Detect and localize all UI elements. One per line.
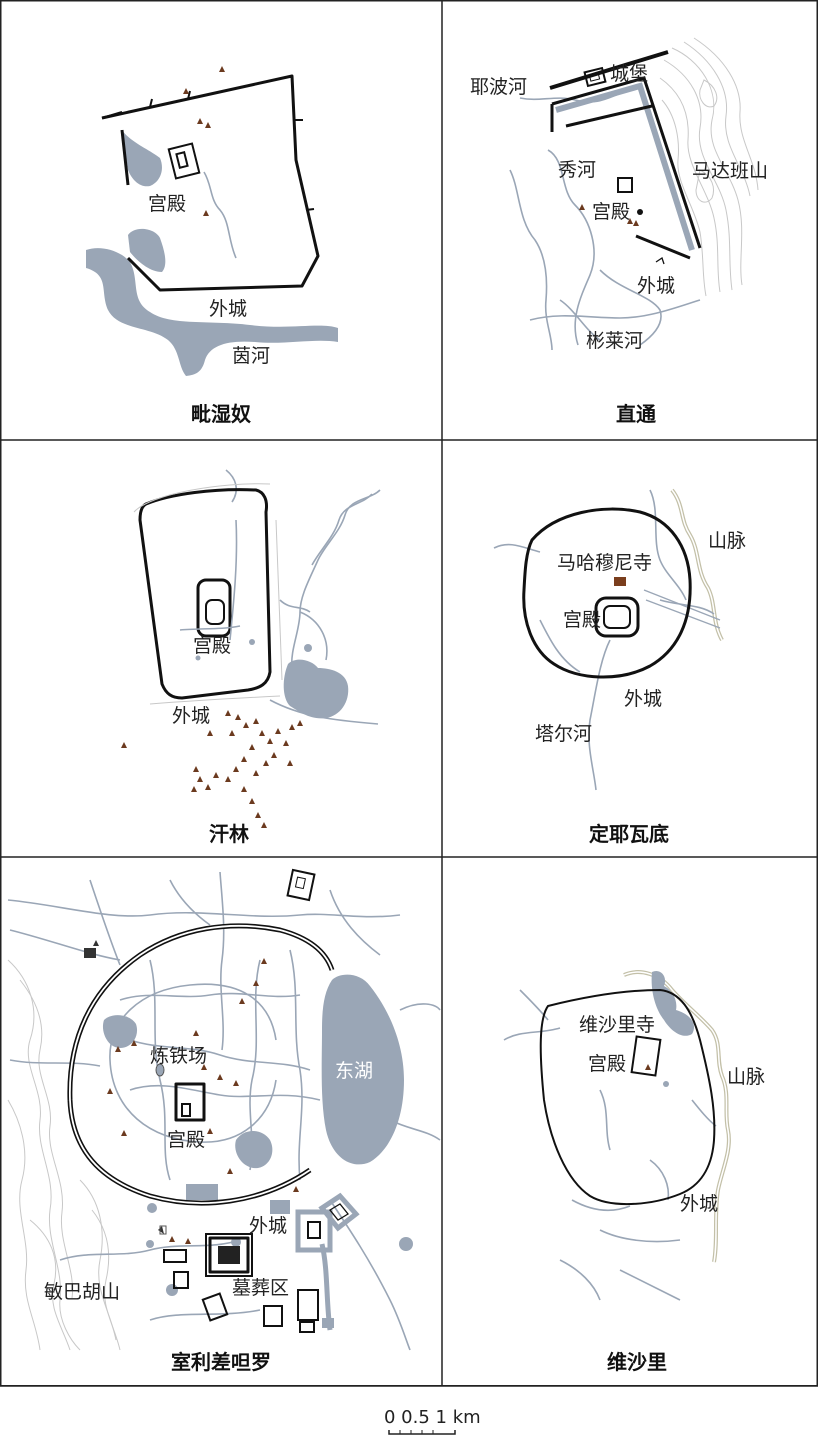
map-srikshetra [7, 868, 441, 1351]
label-outer-city: 外城 [637, 275, 675, 297]
label-castle: 城堡 [610, 63, 648, 85]
label-river: 耶波河 [470, 76, 527, 98]
site-cluster [121, 710, 303, 828]
panel-title: 直通 [616, 402, 656, 426]
label-cemetery: 墓葬区 [232, 1277, 289, 1299]
label-river: 茵河 [232, 345, 270, 367]
scale-bar-text: 0 0.5 1 km [384, 1407, 481, 1428]
panel-thaton: 耶波河 城堡 秀河 马达班山 宫殿 外城 彬莱河 直通 [470, 37, 768, 426]
label-river: 秀河 [558, 159, 596, 181]
map-halin [121, 469, 381, 828]
label-outer-city: 外城 [624, 688, 662, 710]
map-bishnu [86, 66, 338, 376]
label-mountain: 山脉 [708, 530, 746, 552]
map-dinyawadi [493, 488, 724, 791]
label-temple: 维沙里寺 [579, 1014, 655, 1036]
label-outer-city: 外城 [209, 298, 247, 320]
label-palace: 宫殿 [563, 609, 601, 631]
panel-halin: 宫殿 外城 汗林 [121, 469, 381, 846]
panel-title: 定耶瓦底 [589, 822, 669, 846]
label-river: 塔尔河 [535, 723, 592, 745]
label-furnace: 炼铁场 [150, 1045, 207, 1067]
label-palace: 宫殿 [588, 1053, 626, 1075]
label-outer-city: 外城 [172, 705, 210, 727]
label-mountain: 敏巴胡山 [44, 1281, 120, 1303]
label-palace: 宫殿 [193, 635, 231, 657]
panel-title: 毗湿奴 [191, 402, 251, 426]
panel-title: 汗林 [209, 822, 249, 846]
panel-title: 维沙里 [607, 1350, 667, 1374]
label-palace: 宫殿 [148, 193, 186, 215]
panel-vesali: 维沙里寺 宫殿 山脉 外城 维沙里 [503, 970, 765, 1374]
panel-dinyawadi: 山脉 马哈穆尼寺 宫殿 外城 塔尔河 定耶瓦底 [493, 488, 746, 846]
label-lake: 东湖 [335, 1060, 373, 1082]
label-mountain: 山脉 [727, 1066, 765, 1088]
map-vesali [503, 970, 731, 1301]
label-temple: 马哈穆尼寺 [557, 552, 652, 574]
panel-grid [0, 0, 818, 1387]
label-palace: 宫殿 [167, 1129, 205, 1151]
label-outer-city: 外城 [680, 1193, 718, 1215]
panel-srikshetra: 炼铁场 东湖 宫殿 外城 敏巴胡山 墓葬区 室利差呾罗 [7, 868, 441, 1374]
label-palace: 宫殿 [592, 201, 630, 223]
label-river: 彬莱河 [586, 330, 643, 352]
panel-bishnu: 宫殿 外城 茵河 毗湿奴 [86, 66, 338, 426]
scale-bar: 0 0.5 1 km [384, 1407, 481, 1435]
label-mountain: 马达班山 [692, 160, 768, 182]
label-outer-city: 外城 [249, 1215, 287, 1237]
map-thaton [509, 37, 759, 351]
panel-title: 室利差呾罗 [171, 1350, 271, 1374]
